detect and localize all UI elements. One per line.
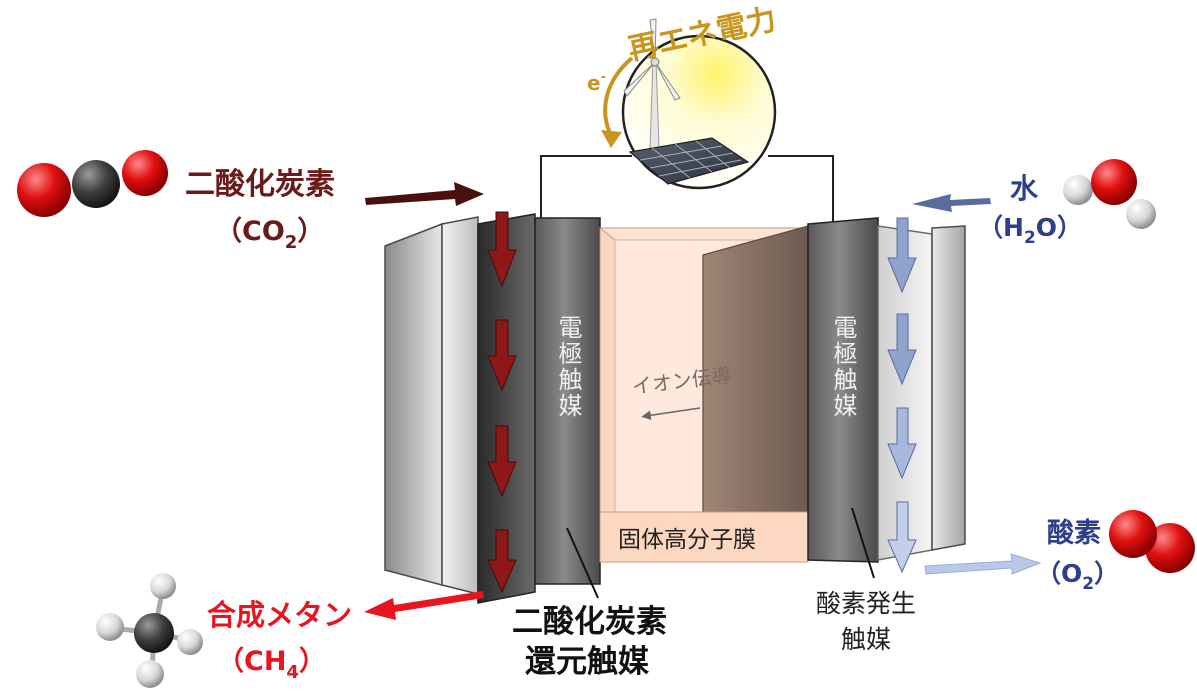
co2-molecule-icon <box>17 150 168 217</box>
wind-turbine-icon <box>623 18 681 149</box>
cathode-electrode-label: 電極触媒 <box>554 315 582 419</box>
anode-flow-arrow <box>887 313 917 386</box>
cathode-flow-arrow <box>487 425 517 498</box>
anode-catalyst-label-line2: 触媒 <box>841 625 891 654</box>
cathode-flow-arrow <box>487 529 517 594</box>
anode-catalyst-callout-line <box>851 507 875 579</box>
co2-formula-label: （CO2） <box>215 216 324 253</box>
electron-flow-arrowhead <box>601 130 622 148</box>
methane-name-label: 合成メタン <box>207 598 352 632</box>
water-molecule-icon <box>1063 159 1156 229</box>
methane-molecule-icon <box>96 573 203 688</box>
electron-flow-arrow <box>603 56 634 139</box>
cathode-flow-arrow <box>487 211 517 288</box>
methane-output-arrow <box>364 591 484 620</box>
water-input-arrow <box>912 194 991 212</box>
anode-flow-arrow <box>887 501 917 574</box>
cathode-catalyst-label-line1: 二酸化炭素 <box>512 604 667 640</box>
circuit-wire <box>540 155 834 228</box>
oxygen-name-label: 酸素 <box>1047 518 1101 549</box>
right-end-plate <box>931 225 966 551</box>
methane-formula-label: （CH4） <box>217 646 326 683</box>
cathode-catalyst-callout-line <box>566 527 599 599</box>
cathode-flow-channel <box>477 213 536 604</box>
anode-flow-arrow <box>887 407 917 480</box>
anode-flow-arrows <box>887 217 917 574</box>
oxygen-formula-label: （O2） <box>1036 559 1119 594</box>
anode-flow-arrow <box>887 217 917 294</box>
renewable-power-icon <box>621 18 777 190</box>
oxygen-molecule-icon <box>1109 510 1195 573</box>
anode-catalyst-label-line1: 酸素発生 <box>816 589 916 618</box>
membrane-label: 固体高分子膜 <box>618 527 756 553</box>
ion-conduction-arrow <box>641 407 701 421</box>
co2-name-label: 二酸化炭素 <box>185 167 335 202</box>
electron-label: e- <box>587 70 606 95</box>
anode-electrode-label: 電極触媒 <box>829 315 857 419</box>
cathode-electrode <box>534 217 601 585</box>
cathode-catalyst-label-line2: 還元触媒 <box>525 644 650 680</box>
co2-input-arrow <box>365 182 484 206</box>
water-name-label: 水 <box>1010 172 1039 205</box>
anode-electrode <box>807 217 879 563</box>
oxygen-output-arrow <box>924 553 1042 575</box>
cathode-flow-arrow <box>487 319 517 392</box>
water-formula-label: （H2O） <box>978 213 1082 248</box>
cathode-flow-arrows <box>487 211 517 594</box>
left-end-plate <box>384 216 479 595</box>
solid-polymer-membrane <box>599 225 809 563</box>
solar-panel-icon <box>628 137 750 185</box>
